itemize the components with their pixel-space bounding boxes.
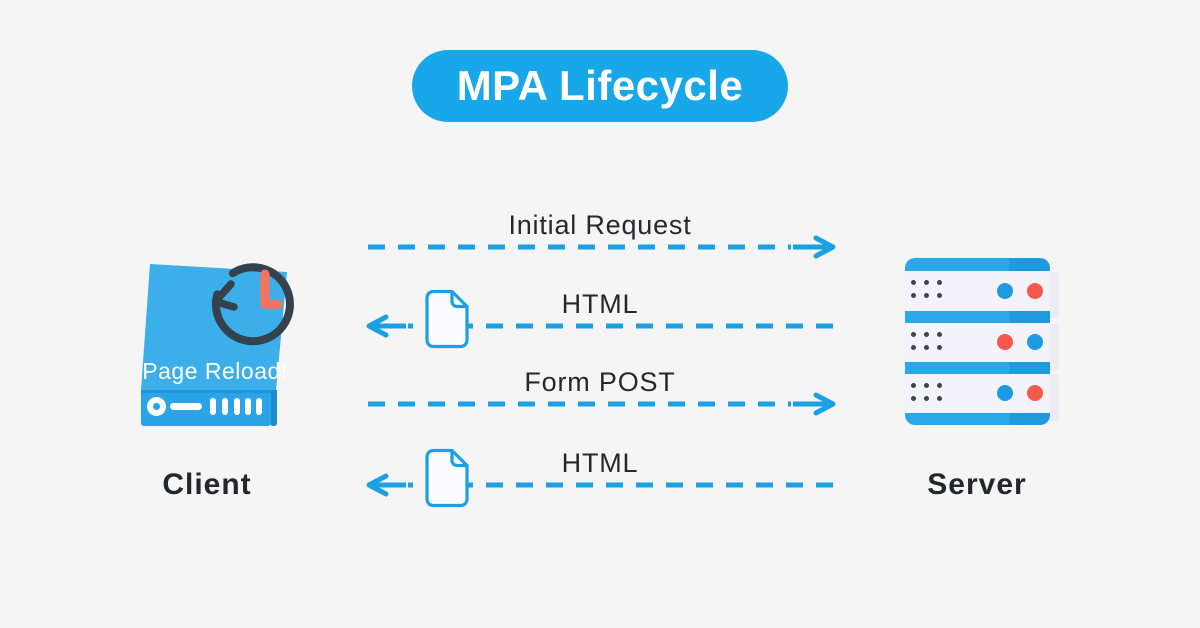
vent-bar: [256, 398, 262, 415]
reload-clock-icon: [211, 263, 294, 346]
server-led-red: [1027, 283, 1043, 299]
page-reload-badge: Page Reload!: [142, 358, 288, 384]
power-knob-icon: [147, 397, 166, 416]
server-led-blue: [997, 385, 1013, 401]
vent-bar: [222, 398, 228, 415]
server-dots: [911, 280, 942, 298]
client-label: Client: [162, 468, 252, 501]
vent-bar: [245, 398, 251, 415]
server-rack-icon: [905, 258, 1059, 425]
server-bar: [905, 311, 1050, 323]
document-icon: [425, 448, 469, 508]
server-dots: [911, 332, 942, 350]
server-unit-1: [905, 271, 1050, 311]
server-bar: [905, 413, 1050, 425]
document-icon: [425, 289, 469, 349]
title-pill: MPA Lifecycle: [412, 50, 788, 122]
server-unit-3: [905, 374, 1050, 413]
vent-bar: [210, 398, 216, 415]
page-title: MPA Lifecycle: [456, 62, 744, 109]
flow-label-initial-request: Initial Request: [508, 210, 692, 240]
server-unit-2: [905, 323, 1050, 362]
server-bar: [905, 362, 1050, 374]
server-bar: [905, 258, 1050, 271]
arrow-html-response-2: [366, 473, 833, 497]
server-led-red: [1027, 385, 1043, 401]
arrow-html-response-1: [366, 314, 833, 338]
arrow-initial-request: [368, 235, 836, 259]
server-dots: [911, 383, 942, 401]
flow-label-form-post: Form POST: [524, 367, 676, 397]
vent-bar: [234, 398, 240, 415]
flow-label-html-1: HTML: [561, 289, 639, 319]
client-computer-side: [270, 390, 277, 426]
flow-label-html-2: HTML: [561, 448, 639, 478]
arrow-form-post: [368, 392, 836, 416]
server-led-blue: [997, 283, 1013, 299]
server-led-blue: [1027, 334, 1043, 350]
client-front-bar: [170, 403, 202, 410]
server-label: Server: [927, 468, 1027, 501]
server-led-red: [997, 334, 1013, 350]
